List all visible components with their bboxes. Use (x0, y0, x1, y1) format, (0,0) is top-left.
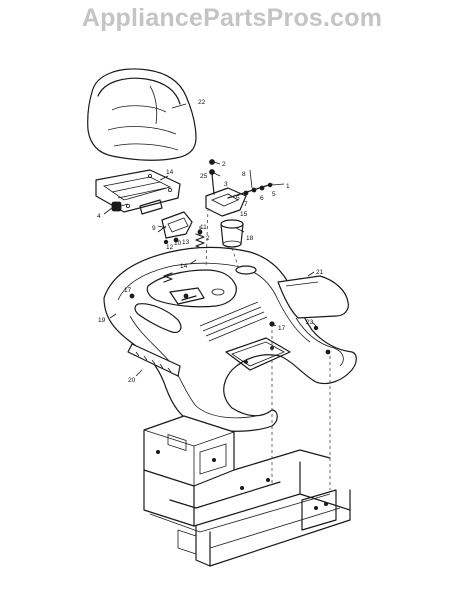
callout-16: 22 (198, 99, 206, 106)
callout-14-lower: 14 (180, 263, 188, 270)
tractor-frame (143, 415, 351, 567)
seat-pan-bracket (95, 169, 181, 215)
callout-labels: 22 14 4 9 12 10 13 11 25 2 3 5 7 15 8 6 … (97, 99, 324, 384)
callout-9: 9 (152, 225, 156, 232)
callout-17: 17 (124, 287, 132, 294)
site-watermark: AppliancePartsPros.com (81, 4, 383, 32)
foot-pad (277, 275, 349, 319)
nut-2-upper (209, 159, 215, 165)
callout-2: 2 (222, 161, 226, 168)
callout-12: 12 (166, 244, 174, 251)
callout-21: 20 (128, 377, 136, 384)
callout-1: 1 (286, 183, 290, 190)
fender-pivot-link (163, 272, 205, 305)
adjust-knob (111, 201, 129, 212)
cup-holder (220, 219, 244, 248)
callout-14: 14 (166, 169, 174, 176)
rail-bracket (127, 343, 181, 377)
seat (87, 68, 197, 161)
callout-20: 19 (98, 317, 106, 324)
callout-8: 8 (242, 171, 246, 178)
callout-5: 5 (236, 195, 240, 202)
callout-3: 3 (224, 181, 228, 188)
leader-lines (103, 103, 317, 377)
callout-19: 18 (246, 235, 254, 242)
callout-13: 13 (182, 239, 190, 246)
callout-11: 11 (200, 224, 207, 231)
callout-4: 4 (97, 213, 101, 220)
callout-6: 6 (260, 195, 264, 202)
callout-23: 23 (306, 319, 314, 326)
callout-2-lower: 2 (206, 235, 210, 242)
callout-5b: 5 (272, 191, 276, 198)
callout-15: 15 (240, 211, 248, 218)
seat-hinge-bracket (157, 211, 193, 245)
callout-22: 21 (316, 269, 324, 276)
seat-pivot-bracket (205, 182, 273, 217)
callout-10: 10 (174, 240, 182, 247)
callout-25: 25 (200, 173, 208, 180)
alignment-lines (205, 207, 331, 490)
callout-7: 7 (244, 201, 248, 208)
callout-18: 17 (278, 325, 286, 332)
